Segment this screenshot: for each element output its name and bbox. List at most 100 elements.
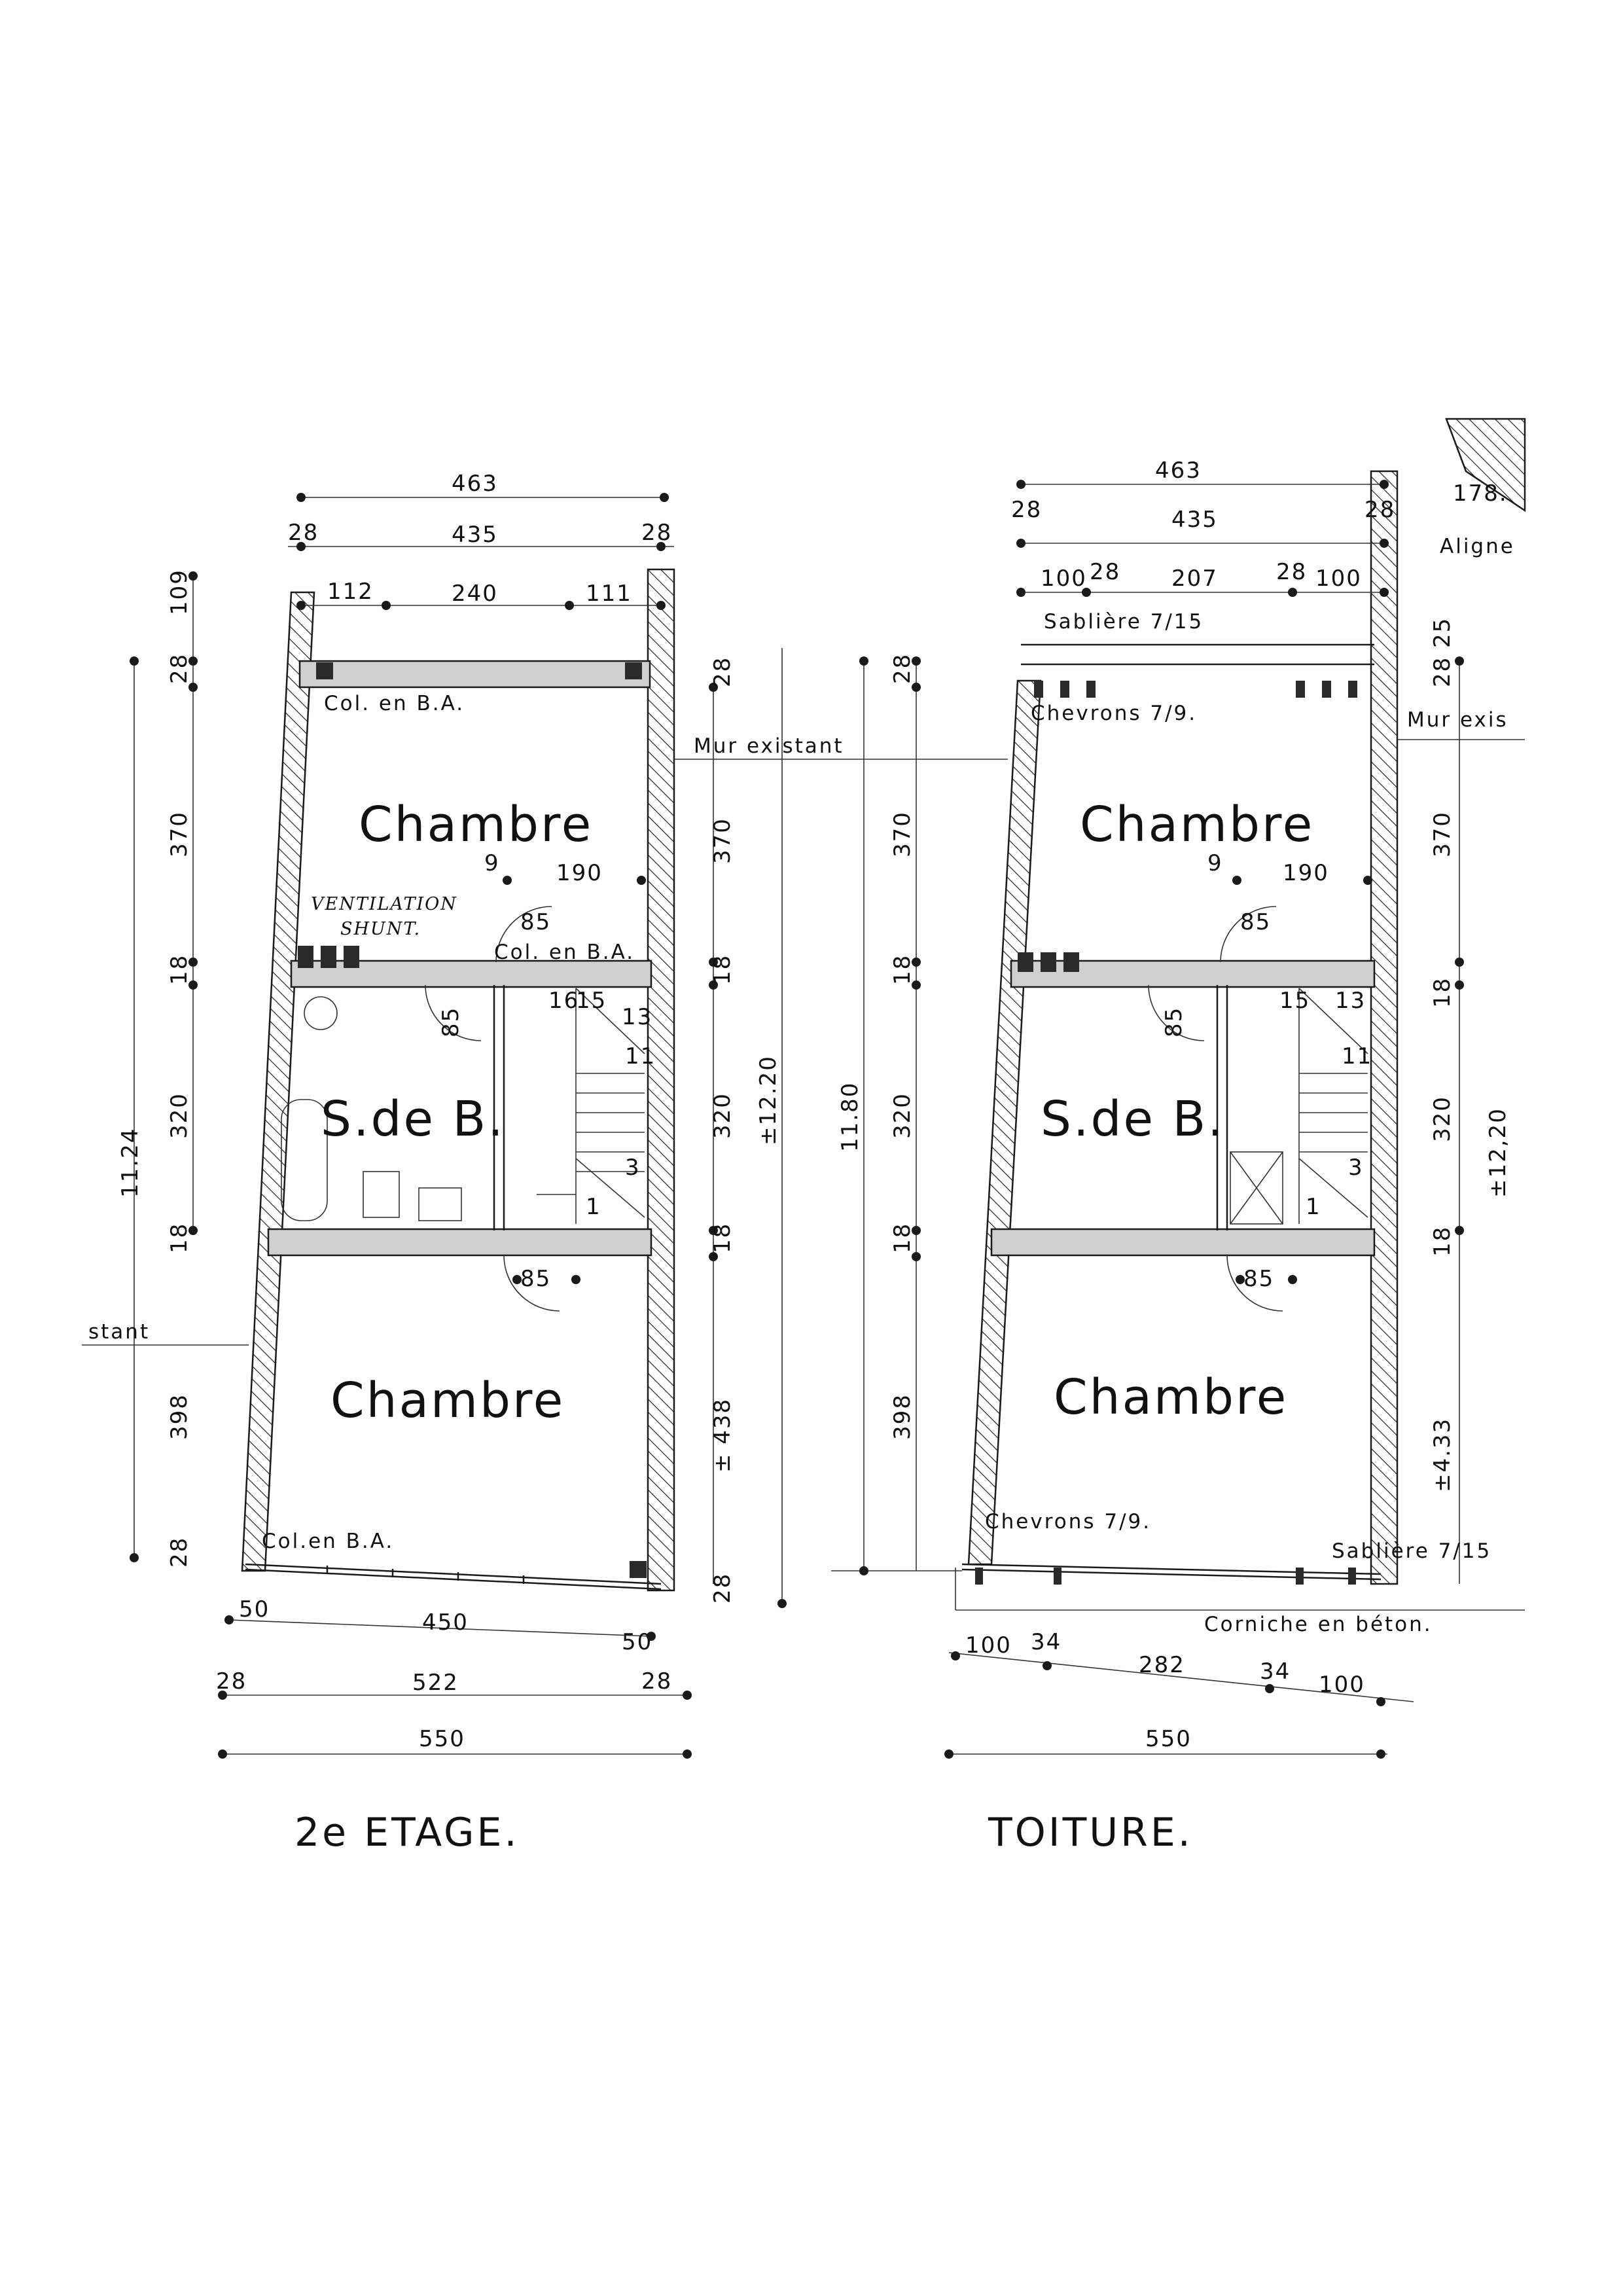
svg-text:18: 18 — [166, 1223, 192, 1253]
svg-text:28: 28 — [1090, 559, 1120, 585]
dim-100-top-a: 100 — [1041, 565, 1087, 592]
room-sdb-right: S.de B. — [1041, 1091, 1225, 1147]
dim-435-right: 435 — [1171, 507, 1218, 533]
dim-240: 240 — [452, 581, 498, 607]
note-col-ba-mid: Col. en B.A. — [494, 941, 635, 964]
dim-50-left-b: 50 — [622, 1629, 652, 1655]
dim-28-left-a: 28 — [288, 520, 319, 546]
right-wall-west — [967, 679, 1042, 1566]
svg-text:28: 28 — [1276, 559, 1307, 585]
dim-463-right: 463 — [1155, 457, 1202, 484]
dim-550-right: 550 — [1145, 1726, 1192, 1752]
dim-9-left: 9 — [484, 850, 500, 876]
room-sdb-left: S.de B. — [321, 1091, 505, 1147]
dim-1124: 11.24 — [117, 1128, 143, 1198]
title-2e-etage: 2e ETAGE. — [294, 1810, 520, 1856]
slab-mid-lower — [267, 1228, 652, 1257]
svg-text:11: 11 — [1342, 1043, 1372, 1069]
svg-text:13: 13 — [622, 1004, 652, 1030]
svg-text:85: 85 — [1240, 909, 1271, 935]
svg-text:18: 18 — [1429, 1226, 1455, 1257]
svg-text:28: 28 — [166, 653, 192, 684]
note-mur-exis: Mur exis — [1407, 708, 1508, 732]
dim-100-bottom-b: 100 — [1319, 1672, 1365, 1698]
svg-text:13: 13 — [1335, 988, 1366, 1014]
svg-text:85: 85 — [1161, 1007, 1187, 1037]
dim-550-left: 550 — [419, 1726, 465, 1752]
note-chevrons-bottom: Chevrons 7/9. — [985, 1510, 1151, 1534]
shunt-block-1 — [298, 946, 313, 968]
svg-text:28: 28 — [1364, 497, 1395, 523]
dim-25: 25 — [1429, 617, 1455, 648]
dim-100-bottom-a: 100 — [965, 1632, 1012, 1659]
dim-34-a: 34 — [1031, 1629, 1061, 1655]
note-mur-existant: Mur existant — [694, 734, 844, 758]
dim-282: 282 — [1139, 1652, 1185, 1678]
svg-text:18: 18 — [709, 954, 736, 985]
dim-34-b: 34 — [1260, 1659, 1291, 1685]
dim-450: 450 — [422, 1609, 469, 1636]
svg-text:320: 320 — [709, 1092, 736, 1139]
washbasin — [304, 996, 338, 1030]
note-col-ba-bottom: Col.en B.A. — [262, 1530, 394, 1553]
svg-text:3: 3 — [1348, 1155, 1364, 1181]
plan-toiture: 463 28 435 28 178. 100 28 207 28 100 28 … — [831, 418, 1526, 1856]
dim-370-right: 370 — [889, 811, 916, 857]
toilet — [363, 1171, 400, 1218]
svg-text:28: 28 — [641, 1668, 672, 1695]
dim-28-left-b: 28 — [641, 520, 672, 546]
note-chevrons-top: Chevrons 7/9. — [1031, 702, 1197, 725]
svg-text:18: 18 — [1429, 977, 1455, 1008]
note-sabliere-bottom: Sablière 7/15 — [1332, 1539, 1491, 1563]
svg-text:28: 28 — [1429, 656, 1455, 687]
note-col-ba-top: Col. en B.A. — [324, 692, 465, 715]
dim-398-left: 398 — [166, 1393, 192, 1440]
note-ventilation: VENTILATION — [311, 894, 457, 914]
left-wall-east — [647, 568, 675, 1592]
dim-1220-left: ±12.20 — [755, 1055, 781, 1145]
svg-text:28: 28 — [709, 1573, 736, 1604]
svg-text:1: 1 — [586, 1194, 601, 1220]
dim-50-left-a: 50 — [239, 1596, 270, 1623]
dim-100-top-b: 100 — [1315, 565, 1362, 592]
stair-left — [537, 988, 645, 1224]
roof-hatch — [1230, 1151, 1283, 1225]
dim-370-left: 370 — [166, 811, 192, 857]
svg-text:1: 1 — [1306, 1194, 1321, 1220]
svg-text:18: 18 — [709, 1223, 736, 1253]
dim-85-door-c: 85 — [520, 1266, 551, 1292]
room-chambre-bottom-right: Chambre — [1054, 1369, 1288, 1426]
svg-text:370: 370 — [709, 817, 736, 864]
roof-slab-mid-lower — [990, 1228, 1376, 1257]
svg-text:15: 15 — [1279, 988, 1310, 1014]
dim-190-right: 190 — [1283, 860, 1329, 886]
dim-112: 112 — [327, 579, 374, 605]
note-corniche: Corniche en béton. — [1204, 1613, 1433, 1636]
dim-433: ±4.33 — [1429, 1418, 1455, 1492]
svg-text:28: 28 — [1011, 497, 1042, 523]
svg-text:85: 85 — [1243, 1266, 1274, 1292]
svg-text:3: 3 — [625, 1155, 641, 1181]
svg-text:18: 18 — [889, 1223, 916, 1253]
svg-text:15: 15 — [576, 988, 607, 1014]
svg-text:18: 18 — [166, 954, 192, 985]
shunt-block-2 — [321, 946, 336, 968]
shunt-block-3 — [344, 946, 359, 968]
svg-text:16: 16 — [548, 988, 579, 1014]
dim-463-left: 463 — [452, 471, 498, 497]
svg-text:28: 28 — [166, 1537, 192, 1568]
bathtub — [281, 1099, 328, 1221]
dim-320-left: 320 — [166, 1092, 192, 1139]
dim-207: 207 — [1171, 565, 1218, 592]
dim-438: ± 438 — [709, 1398, 736, 1473]
dim-111: 111 — [586, 581, 632, 607]
dim-9-right: 9 — [1207, 850, 1223, 876]
note-shunt: SHUNT. — [340, 919, 421, 939]
room-chambre-top-left: Chambre — [359, 797, 593, 853]
stair-right — [1298, 988, 1368, 1224]
right-wall-east — [1370, 470, 1399, 1585]
dim-1180: 11.80 — [837, 1082, 863, 1152]
dim-1220-right: ±12,20 — [1485, 1107, 1511, 1198]
plan-2e-etage: 463 28 435 28 112 240 111 109 28 370 18 … — [82, 471, 1008, 1856]
